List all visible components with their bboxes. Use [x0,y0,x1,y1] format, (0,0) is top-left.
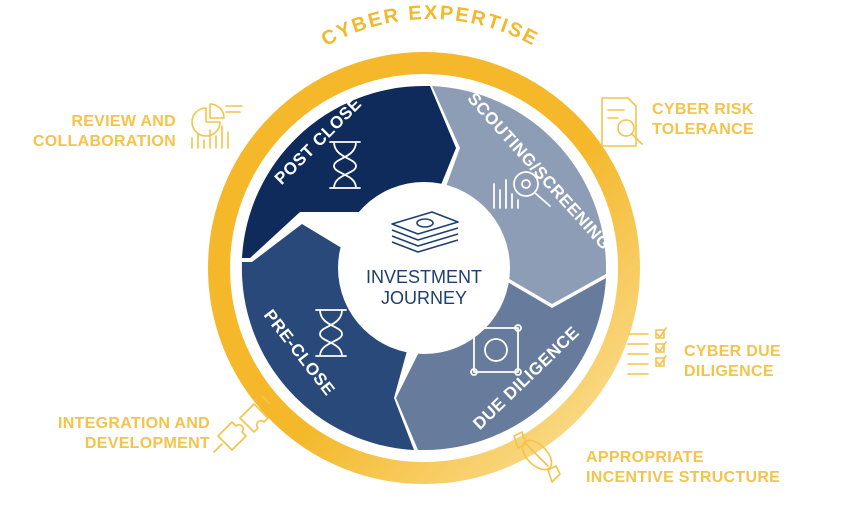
callout-integration-development: INTEGRATION AND DEVELOPMENT [10,414,210,454]
pie-chart-icon [191,103,243,149]
callout-integration-line1: INTEGRATION AND [57,415,210,432]
outer-ring [208,52,640,484]
callout-incentive-line1: APPROPRIATE [586,449,704,466]
callout-risk-line1: CYBER RISK [652,101,754,118]
hourglass-icon [315,309,347,357]
callout-review-collaboration: REVIEW AND COLLABORATION [10,112,176,152]
document-search-icon [601,97,643,147]
callout-integration-line2: DEVELOPMENT [84,435,210,452]
center-title-line2: JOURNEY [381,288,467,308]
callout-incentive-line2: INCENTIVE STRUCTURE [586,469,781,486]
callout-cyber-due-diligence: CYBER DUE DILIGENCE [684,342,834,382]
hourglass-icon [329,141,361,189]
puzzle-icon [213,395,271,453]
center-circle [338,182,510,354]
checklist-icon [627,327,667,375]
callout-due-line1: CYBER DUE [684,343,781,360]
callout-cyber-risk-tolerance: CYBER RISK TOLERANCE [652,100,832,140]
money-stack-icon [391,211,459,253]
ring-label: CYBER EXPERTISE [318,2,542,51]
callout-due-line2: DILIGENCE [684,363,774,380]
target-icon [470,324,522,376]
segment-due-diligence[interactable] [396,260,606,451]
callout-incentive-structure: APPROPRIATE INCENTIVE STRUCTURE [586,448,816,488]
callout-review-line2: COLLABORATION [32,133,176,150]
center-title-line1: INVESTMENT [366,267,482,287]
callout-risk-line2: TOLERANCE [652,121,754,138]
chart-magnifier-icon [493,171,551,209]
candy-icon [513,431,561,483]
callout-review-line1: REVIEW AND [71,113,176,130]
